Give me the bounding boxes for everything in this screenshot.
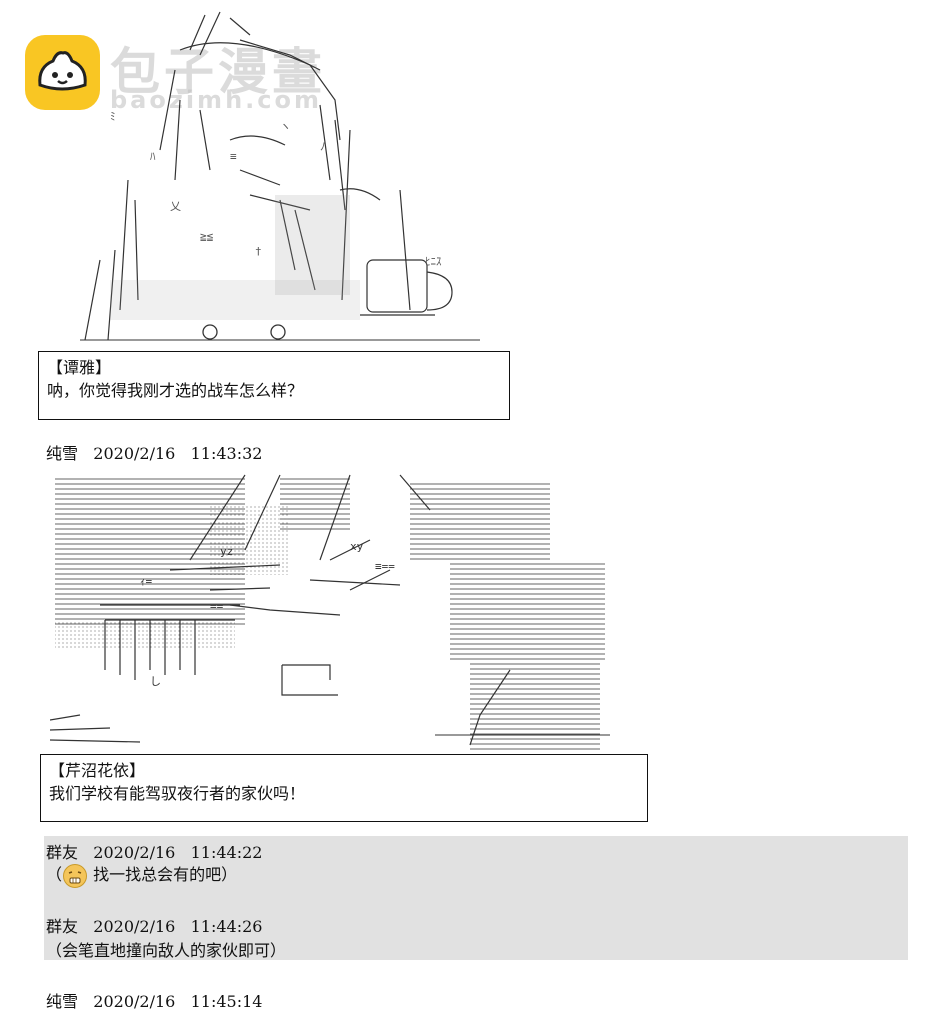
svg-text:==: == xyxy=(210,600,224,613)
post-time: 11:43:32 xyxy=(190,444,263,463)
svg-text:≧≦: ≧≦ xyxy=(200,230,214,243)
svg-text:†: † xyxy=(255,245,262,258)
reply-text: （会笔直地撞向敌人的家伙即可） xyxy=(46,941,287,960)
post-date: 2020/2/16 xyxy=(93,992,176,1011)
post-header: 纯雪 2020/2/16 11:43:32 xyxy=(46,440,262,464)
ascii-art-hall: yz xy ≡== ｨ= == し xyxy=(50,474,610,750)
dialog-box-tanya: 【谭雅】 呐，你觉得我刚才选的战车怎么样？ xyxy=(38,351,510,420)
post-author: 纯雪 xyxy=(46,444,79,463)
svg-text:ｨ=: ｨ= xyxy=(140,575,152,588)
site-logo xyxy=(25,35,100,110)
watermark-title: 包子漫畫 xyxy=(110,43,326,101)
baozi-bun-icon xyxy=(38,51,87,91)
svg-text:ﾊ: ﾊ xyxy=(150,150,156,163)
dialog-speaker: 【芹沼花依】 xyxy=(49,761,146,780)
post-header: 纯雪 2020/2/16 11:45:14 xyxy=(46,988,262,1012)
dialog-box-serinuma: 【芹沼花依】 我们学校有能驾驭夜行者的家伙吗！ xyxy=(40,754,648,822)
reply-date: 2020/2/16 xyxy=(93,917,176,936)
watermark-url: baozimh.com xyxy=(110,86,322,114)
svg-text:xy: xy xyxy=(350,540,364,553)
reply-header: 群友 2020/2/16 11:44:26 xyxy=(46,913,262,937)
dialog-speaker: 【谭雅】 xyxy=(47,358,112,377)
svg-text:ﾋﾆｽ: ﾋﾆｽ xyxy=(425,255,442,268)
svg-text:ヽ: ヽ xyxy=(280,120,291,133)
reply-author: 群友 xyxy=(46,843,79,862)
reply-time: 11:44:22 xyxy=(190,843,263,862)
svg-text:yz: yz xyxy=(220,545,233,558)
group-replies-panel xyxy=(44,836,908,960)
svg-text:≡: ≡ xyxy=(230,150,237,163)
reply-header: 群友 2020/2/16 11:44:22 xyxy=(46,839,262,863)
svg-text:ﾉ: ﾉ xyxy=(320,140,326,153)
reply-text: （ 找一找总会有的吧） xyxy=(46,861,237,889)
reply-author: 群友 xyxy=(46,917,79,936)
reply-time: 11:44:26 xyxy=(190,917,263,936)
dialog-line: 呐，你觉得我刚才选的战车怎么样？ xyxy=(47,381,304,400)
svg-text:ﾐ: ﾐ xyxy=(110,110,116,123)
reply-text-body: 找一找总会有的吧） xyxy=(93,865,238,884)
post-date: 2020/2/16 xyxy=(93,444,176,463)
reply-open-paren: （ xyxy=(46,865,63,884)
post-author: 纯雪 xyxy=(46,992,79,1011)
grimace-emoji-icon xyxy=(63,863,88,888)
svg-text:し: し xyxy=(150,675,161,688)
ascii-art-tanya: ﾐ ﾊ ≡ ヽ ﾉ 乂 ≧≦ † ﾋﾆｽ xyxy=(80,11,480,341)
svg-text:≡==: ≡== xyxy=(375,560,395,573)
reply-date: 2020/2/16 xyxy=(93,843,176,862)
dialog-line: 我们学校有能驾驭夜行者的家伙吗！ xyxy=(49,784,306,803)
post-time: 11:45:14 xyxy=(190,992,263,1011)
svg-text:乂: 乂 xyxy=(170,200,181,213)
